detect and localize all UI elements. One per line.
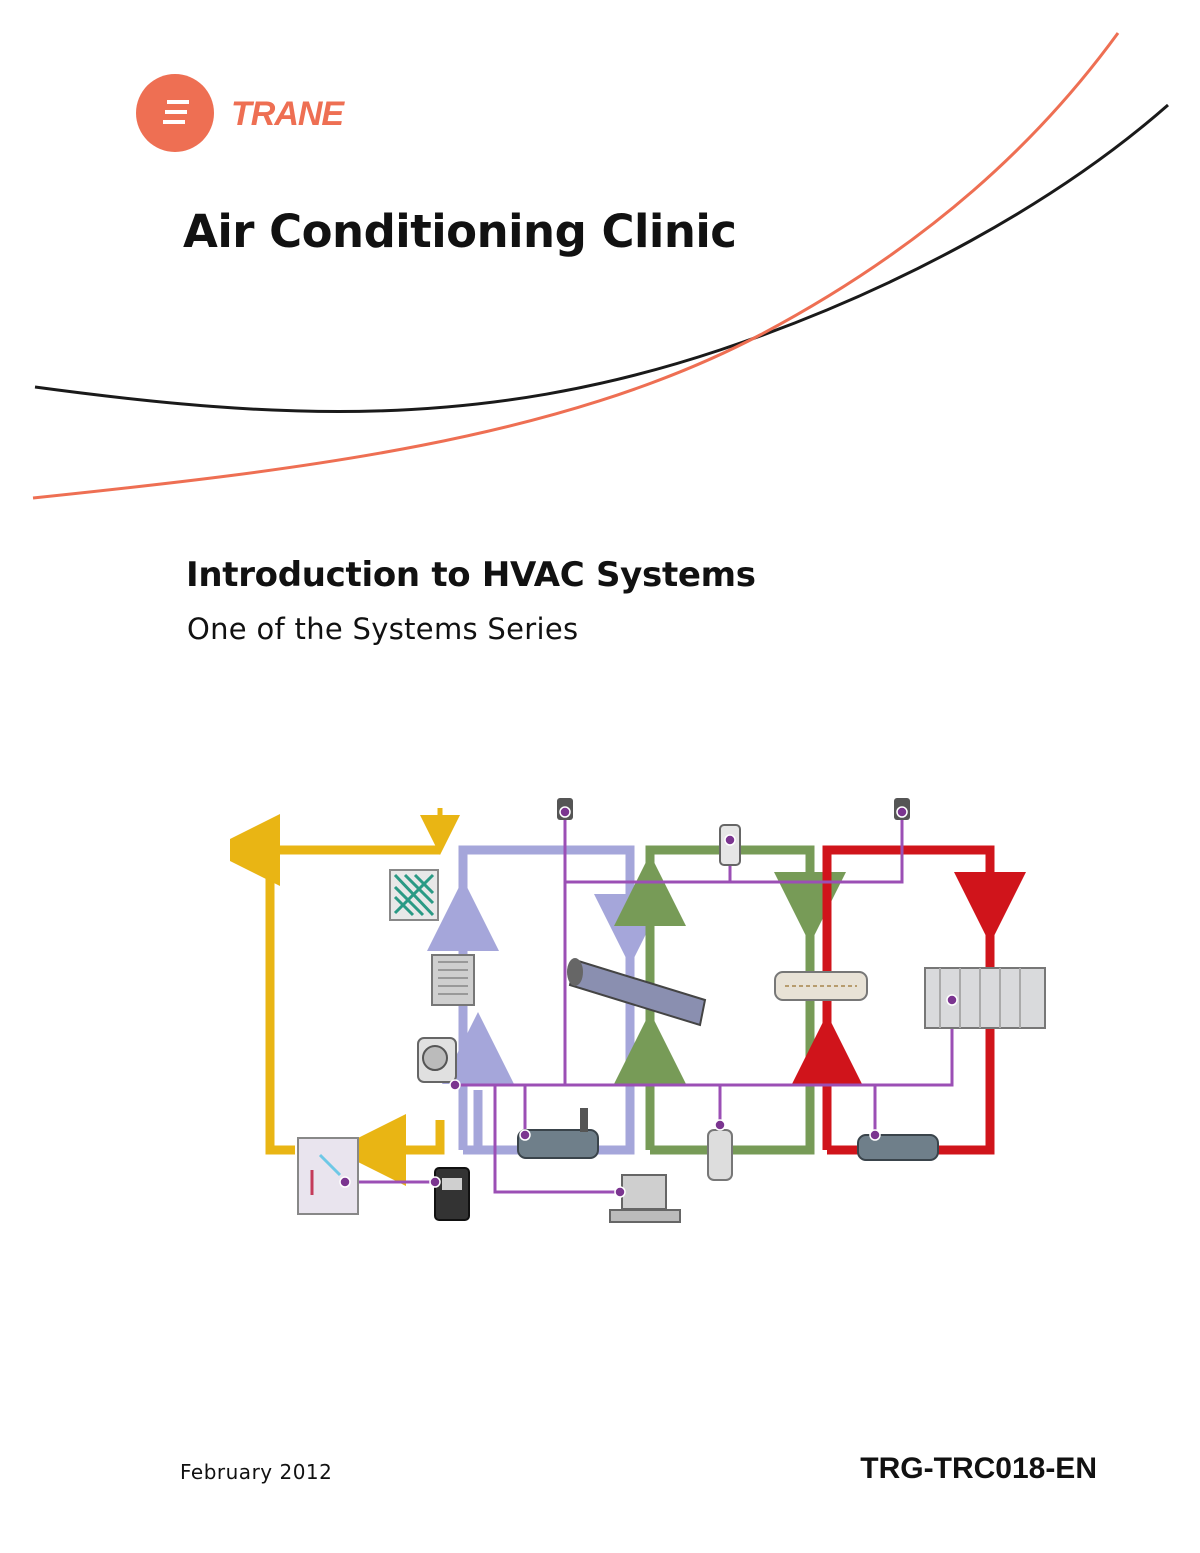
condenser-icon [774,971,868,1001]
fan-icon [417,1037,457,1083]
thermostat-icon [434,1167,470,1221]
publication-date: February 2012 [180,1460,333,1484]
series-label: One of the Systems Series [187,612,579,646]
filter-icon [389,869,439,921]
coil-icon [431,954,475,1006]
chilled-water-loop [427,845,666,1155]
black-swoosh [34,103,1169,413]
expansion-valve-icon [707,1129,733,1181]
control-points [339,806,958,1198]
chiller-evaporator-icon [567,958,707,1027]
pump-icon [517,1108,599,1159]
refrigerant-loop [614,845,846,1155]
page-title: Air Conditioning Clinic [183,205,737,258]
trane-logo-mark: TRANE [136,74,346,152]
trane-logo: TRANE [135,73,375,153]
decorative-swooshes [32,32,1169,500]
hvac-system-diagram [230,798,1046,1223]
orange-swoosh [32,32,1120,500]
zone-icon [297,1137,359,1215]
document-number: TRG-TRC018-EN [860,1452,1097,1485]
computer-icon [609,1174,681,1223]
document-subtitle: Introduction to HVAC Systems [186,555,756,595]
air-loop [230,808,460,1186]
cooling-tower-icon [924,967,1046,1029]
trane-wordmark: TRANE [231,95,345,133]
